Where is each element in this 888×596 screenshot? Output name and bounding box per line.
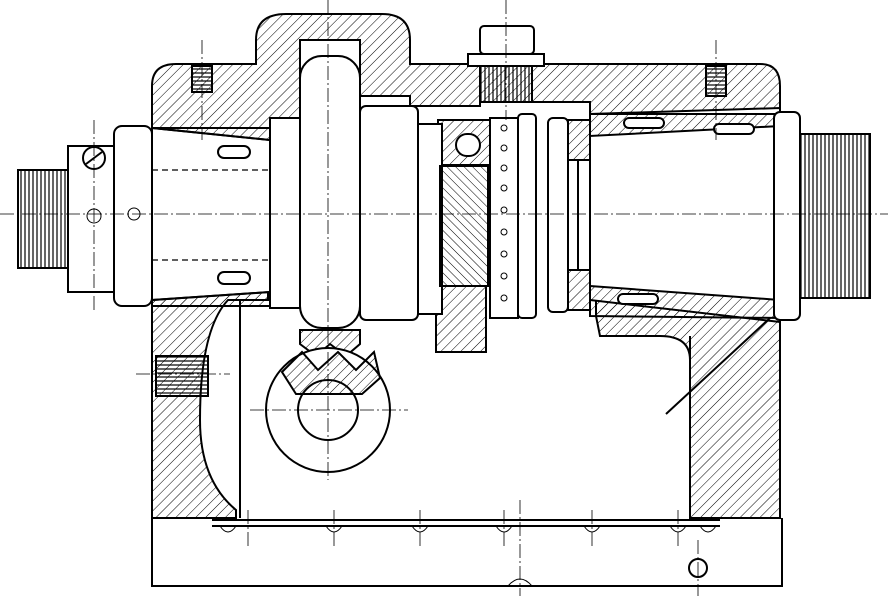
oil-boss [155,355,209,397]
housing-right-pedestal [595,299,791,519]
right-end-collar [773,111,801,321]
housing-base [151,300,783,587]
hex-bolt-head [479,25,535,55]
oil-groove-bottom [217,271,251,285]
left-locknut [67,145,115,293]
center-threaded-bush [439,165,489,287]
washer-3-top [567,119,591,161]
housing-top-wall [151,13,781,129]
base-outline [151,518,783,587]
thrust-washers [517,113,591,319]
thrust-balls [500,124,508,302]
housing-left-lower [151,283,269,519]
center-threaded-section [439,117,519,319]
worm-wheel [299,55,361,358]
left-thread [17,169,71,269]
shaft-collar-left [269,117,301,309]
left-spindle-nose [17,125,153,307]
rib-diagonal-line [665,317,771,415]
thrust-ring [489,117,519,319]
left-taper-bearing [151,126,271,307]
shaft-collar-right [417,123,443,315]
left-bearing-cap [113,125,153,307]
right-taper-bearing [589,106,781,324]
washer-1 [517,113,537,319]
worm-wheel-hub [359,105,419,321]
main-shaft [269,105,443,321]
washer-2 [547,117,569,313]
housing-center-lower [435,285,487,353]
oil-groove-top [217,145,251,159]
washer-3-bottom [567,269,591,311]
right-oil-groove-top [623,117,665,129]
right-spindle-end [773,111,871,321]
right-thread [799,133,871,299]
worm-wheel-rim [299,55,361,329]
worm-gear-teeth [280,350,382,395]
center-oil-hole [455,133,481,157]
right-oil-groove-bottom [617,293,659,305]
oil-plug-thread [155,355,209,397]
right-taper-bush [589,106,781,324]
